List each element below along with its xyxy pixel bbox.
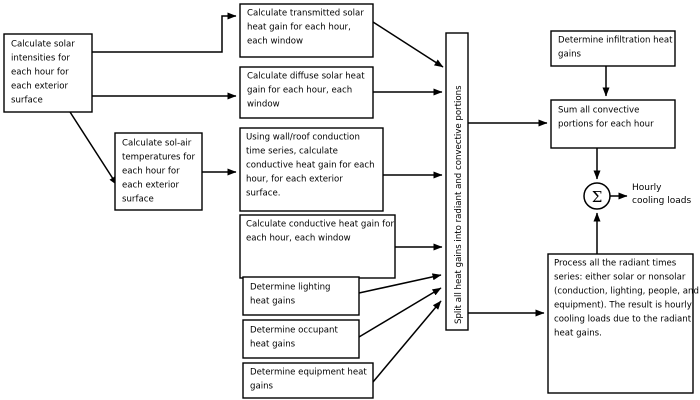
summation-node[interactable]: Σ [583,182,611,210]
node-line: window [247,100,280,110]
edge-transmitted-to-split [372,21,444,68]
calculate-diffuse-solar-heat-gain-box[interactable]: Calculate diffuse solar heat gain for ea… [239,66,374,119]
node-line: Calculate solar [11,40,75,50]
node-line: Sum all convective [558,106,639,116]
node-line: surface. [246,189,281,199]
edge-solar-to-solair [69,111,118,186]
node-line: Calculate diffuse solar heat [247,72,365,82]
determine-lighting-heat-gains-box[interactable]: Determine lighting heat gains [242,276,360,316]
node-line: each exterior [122,181,180,191]
node-line: each hour for [11,68,69,78]
node-line: Calculate sol-air [122,139,192,149]
node-line: conductive heat gain for each [246,161,375,171]
process-radiant-time-series-box[interactable]: Process all the radiant times series: ei… [547,253,699,394]
node-line: equipment). The result is hourly [554,301,692,311]
determine-occupant-heat-gains-box[interactable]: Determine occupant heat gains [242,319,360,359]
edge-layer [69,12,628,383]
edge-lighting-to-split [358,273,442,294]
node-line: series: either solar or nonsolar [554,273,686,283]
node-line: heat gains [250,340,296,350]
node-line: cooling loads due to the radiant [554,315,692,325]
node-line: Determine lighting [250,283,331,293]
node-line: temperatures for [122,153,196,163]
node-line: gain for each hour, each [247,86,352,96]
node-line: (conduction, lighting, people, and [554,287,699,297]
node-line: each hour for [122,167,180,177]
node-line: Calculate transmitted solar [247,9,364,19]
node-line: time series, calculate [246,147,338,157]
node-line: each exterior [11,82,69,92]
calculate-solar-intensities-box[interactable]: Calculate solar intensities for each hou… [3,33,93,113]
sigma-icon: Σ [592,188,603,206]
node-line: surface [122,195,154,205]
node-line: gains [558,50,582,60]
sum-all-convective-portions-box[interactable]: Sum all convective portions for each hou… [550,99,676,149]
determine-infiltration-heat-gains-box[interactable]: Determine infiltration heat gains [550,30,676,67]
calculate-transmitted-solar-heat-gain-box[interactable]: Calculate transmitted solar heat gain fo… [239,3,374,58]
node-line: heat gains. [554,329,602,339]
edge-equipment-to-split [372,300,442,383]
node-line: Determine equipment heat [250,368,367,378]
node-line: heat gains [250,297,296,307]
node-line: each hour, each window [246,234,351,244]
output-label-line: cooling loads [632,196,691,206]
node-line: gains [250,382,274,392]
node-line: heat gain for each hour, [247,23,351,33]
split-heat-gains-label: Split all heat gains into radiant and co… [454,85,464,324]
output-label-line: Hourly [632,183,662,193]
node-line: Using wall/roof conduction [246,133,360,143]
edge-occupant-to-split [358,287,442,338]
wall-roof-conduction-time-series-box[interactable]: Using wall/roof conduction time series, … [239,127,384,212]
node-line: Calculate conductive heat gain for [246,220,394,230]
edge-solar-to-transmitted [92,12,237,53]
determine-equipment-heat-gains-box[interactable]: Determine equipment heat gains [242,362,374,399]
node-line: Determine occupant [250,326,338,336]
calculate-sol-air-temperatures-box[interactable]: Calculate sol-air temperatures for each … [114,132,203,211]
node-line: portions for each hour [558,120,654,130]
split-heat-gains-vertical-box[interactable]: Split all heat gains into radiant and co… [445,32,469,331]
hourly-cooling-loads-label: Hourly cooling loads [632,183,691,206]
node-line: hour, for each exterior [246,175,343,185]
node-line: each window [247,37,303,47]
node-line: Determine infiltration heat [558,36,673,46]
node-line: intensities for [11,54,70,64]
node-line: Process all the radiant times [554,259,677,269]
calculate-conductive-heat-gain-window-box[interactable]: Calculate conductive heat gain for each … [239,214,396,279]
node-line: surface [11,96,43,106]
